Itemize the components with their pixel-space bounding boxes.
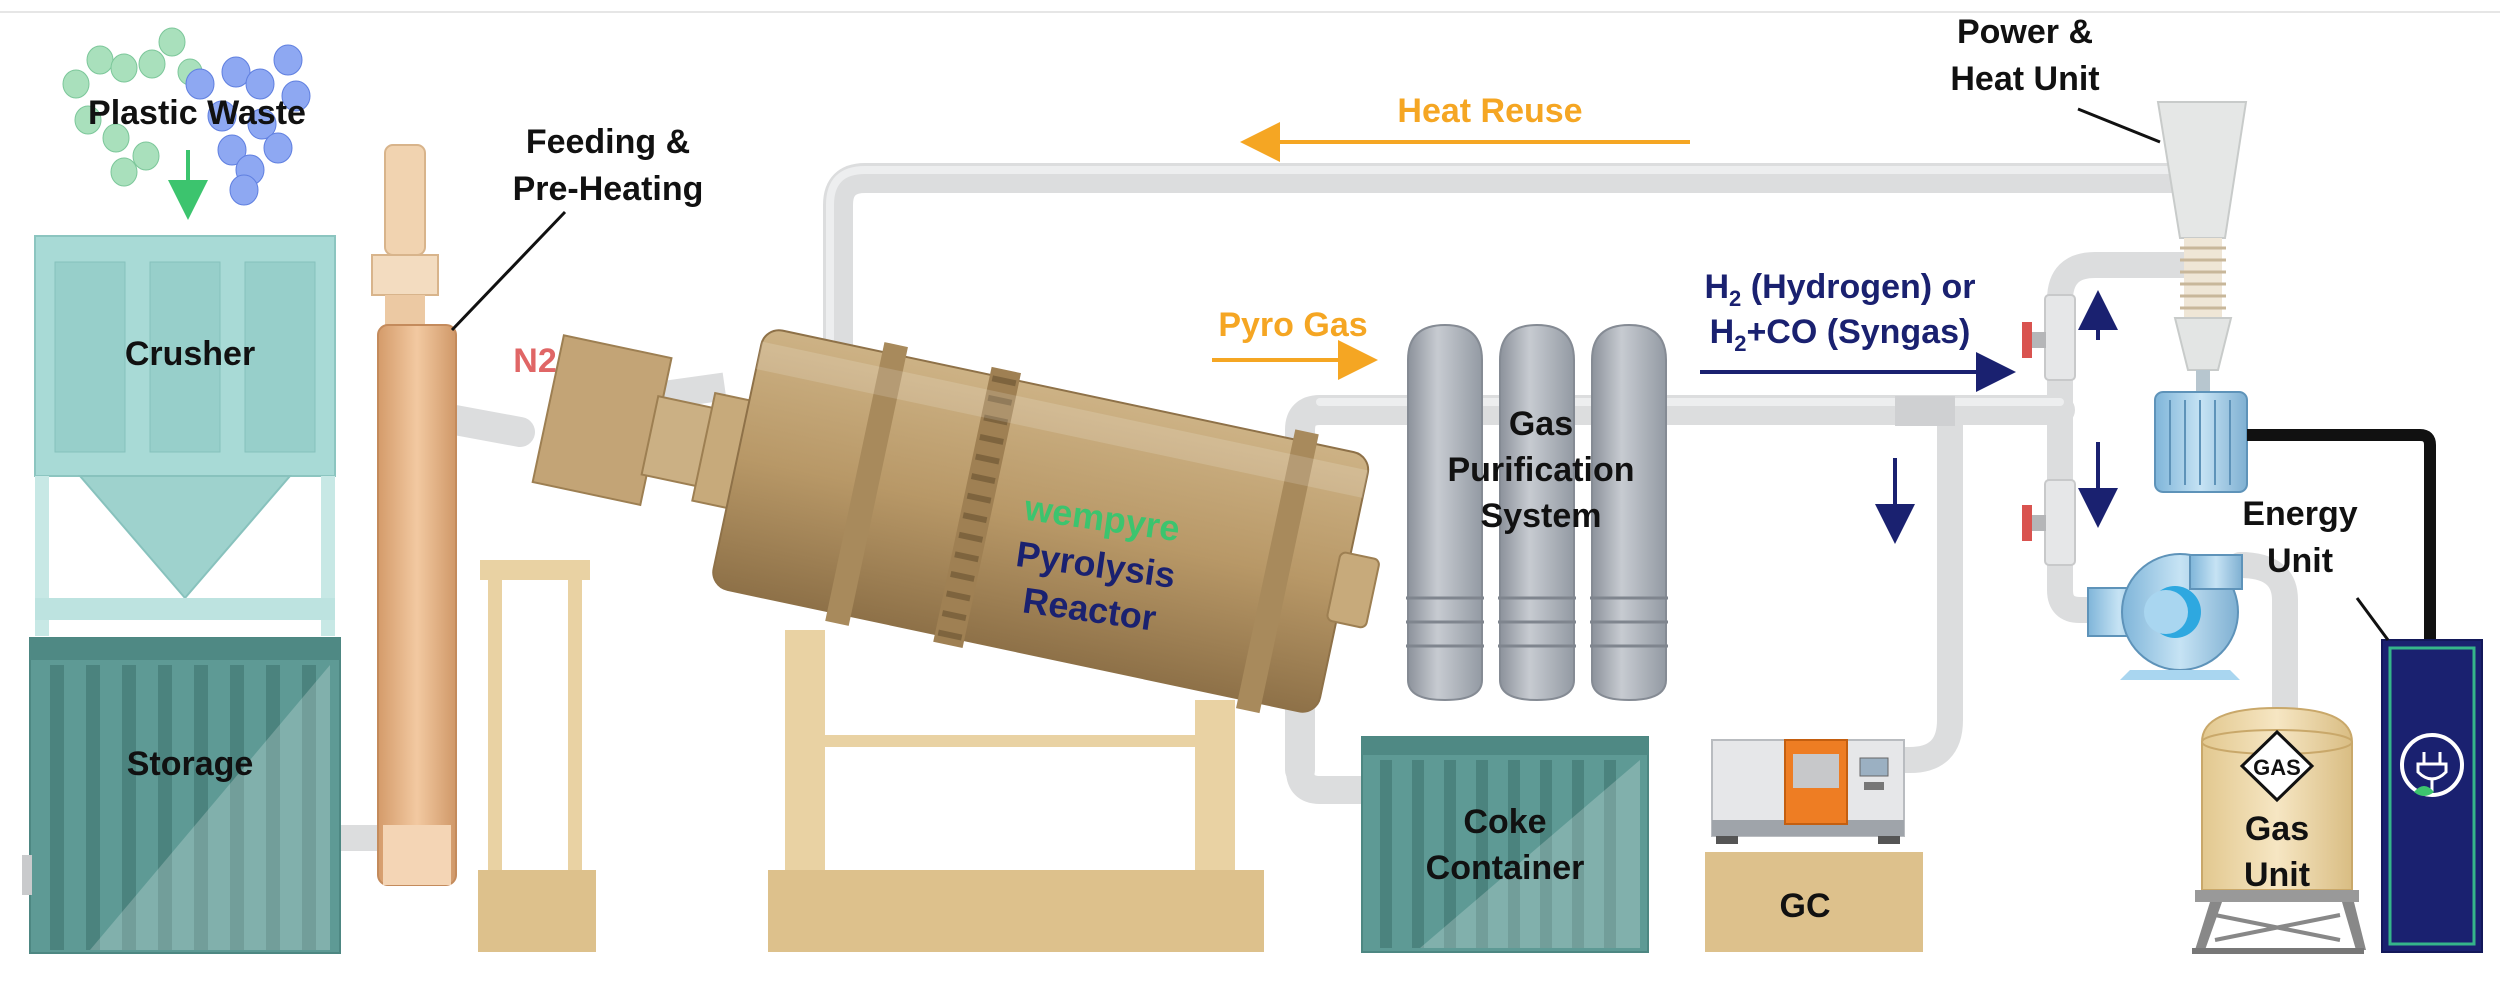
power-label-line2: Heat Unit — [1950, 60, 2099, 98]
power-callout-line — [2077, 107, 2161, 144]
energy-label-line1: Energy — [2242, 495, 2357, 533]
plastic-waste-label: Plastic Waste — [88, 94, 306, 132]
display-screen-icon — [1859, 757, 1889, 777]
plug-leaf-icon — [2400, 733, 2464, 797]
storage-container — [22, 637, 341, 954]
pipe-joint — [1895, 396, 1955, 426]
gas-tag-label: GAS — [2253, 755, 2301, 780]
crusher — [34, 235, 336, 636]
coke-label-line2: Container — [1426, 849, 1585, 887]
gas-unit-pipe — [2227, 552, 2298, 738]
gas-unit-label-line2: Unit — [2244, 856, 2310, 894]
gc-instrument — [1705, 739, 1923, 952]
storage-label: Storage — [127, 745, 254, 783]
gas-unit-label-line1: Gas — [2245, 810, 2309, 848]
gas-purification-label-line3: System — [1481, 497, 1602, 535]
pyrolysis-reactor — [478, 329, 1380, 952]
gas-diamond-icon: GAS — [2239, 729, 2315, 803]
gc-vent-grid — [1793, 754, 1839, 788]
gc-branch-pipe — [1887, 397, 1963, 773]
gc-label: GC — [1780, 887, 1831, 925]
crusher-label: Crusher — [125, 335, 255, 373]
hydrogen-label: H2 (Hydrogen) or — [1704, 268, 1975, 311]
energy-callout-line — [2355, 597, 2390, 641]
feeding-label-line1: Feeding & — [526, 123, 690, 161]
coke-container — [1361, 736, 1649, 953]
heat-reuse-label: Heat Reuse — [1397, 92, 1582, 130]
gas-purification-columns — [1406, 323, 1668, 702]
energy-unit — [2381, 639, 2483, 953]
feeding-label-line2: Pre-Heating — [513, 170, 704, 208]
power-heat-unit — [2154, 101, 2248, 493]
pyro-gas-label: Pyro Gas — [1218, 306, 1367, 344]
energy-label-line2: Unit — [2267, 542, 2333, 580]
feeding-callout-line — [450, 210, 567, 332]
plastic-waste-pellets — [62, 27, 311, 206]
feeder-base — [478, 870, 596, 952]
feeder-outlet-pipe — [440, 405, 535, 447]
power-label-line1: Power & — [1957, 13, 2093, 51]
feeding-preheating-unit — [371, 144, 457, 886]
power-cable — [2247, 429, 2436, 645]
heat-reuse-pipe — [823, 163, 2215, 407]
syngas-label: H2+CO (Syngas) — [1710, 313, 1971, 356]
gas-purification-label-line2: Purification — [1447, 451, 1634, 489]
manifold-valves — [2022, 294, 2076, 566]
gas-purification-label-line1: Gas — [1509, 405, 1573, 443]
pump-feed-pipe — [2047, 397, 2123, 623]
gas-pump — [2087, 553, 2243, 680]
n2-label: N2 — [513, 342, 556, 380]
coke-label-line1: Coke — [1463, 803, 1546, 841]
pyro-gas-pipe — [1285, 395, 2075, 785]
